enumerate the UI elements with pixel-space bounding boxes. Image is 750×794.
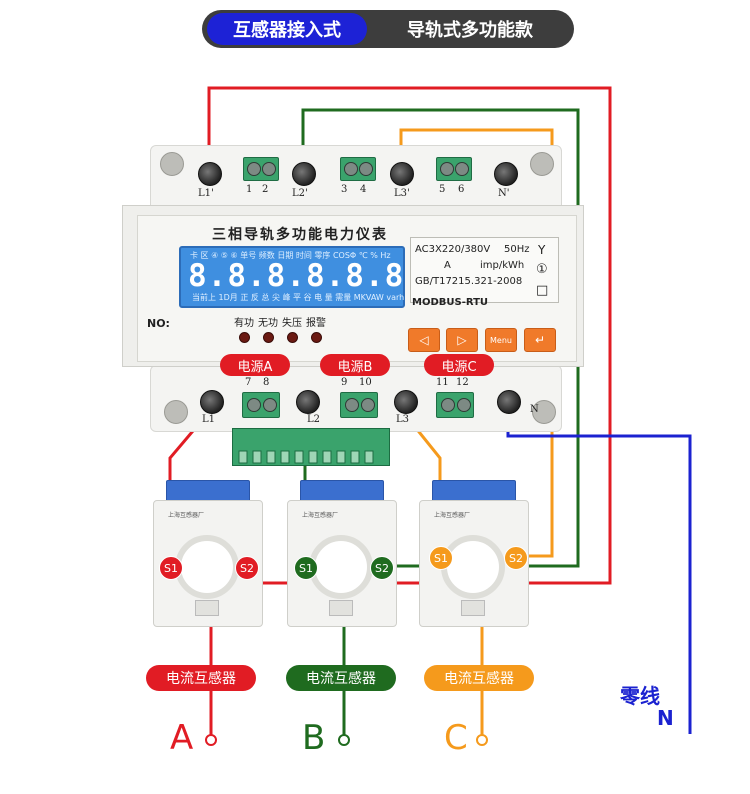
terminal-label: 3 <box>341 184 348 195</box>
phase-b-terminal-icon <box>338 734 350 746</box>
spec-protocol: MODBUS-RTU <box>412 297 489 308</box>
tab-din-rail-multifunction[interactable]: 导轨式多功能款 <box>407 20 533 41</box>
tab-transformer-access[interactable]: 互感器接入式 <box>207 13 367 45</box>
right-button[interactable]: ▷ <box>446 328 478 352</box>
spec-standard: GB/T17215.321-2008 <box>415 276 523 287</box>
mount-screw-icon <box>530 152 554 176</box>
phase-c-terminal-icon <box>476 734 488 746</box>
ct-b-s1: S1 <box>294 556 318 580</box>
led-reactive-icon <box>263 332 274 343</box>
terminal-n-top-screw-icon[interactable] <box>494 162 518 186</box>
phase-b-letter: B <box>302 718 326 758</box>
ct-c-nameplate: 上海互感器厂 <box>434 512 471 519</box>
neutral-letter: N <box>657 706 674 730</box>
source-a-label: 电源A <box>220 354 290 376</box>
terminal-l2-bottom-screw-icon[interactable] <box>296 390 320 414</box>
terminal-l1-top-screw-icon[interactable] <box>198 162 222 186</box>
ct-b-terminal <box>329 600 353 616</box>
neutral-label: 零线 <box>620 684 660 708</box>
ct-b-s2: S2 <box>370 556 394 580</box>
led-label-undervoltage: 失压 <box>282 318 302 329</box>
connector-pins-icon <box>238 450 374 464</box>
led-label-reactive: 无功 <box>258 318 278 329</box>
terminal-label: N' <box>498 188 510 199</box>
meter-title: 三相导轨多功能电力仪表 <box>212 227 388 243</box>
terminal-label: 7 <box>245 377 252 388</box>
ct-a-nameplate: 上海互感器厂 <box>168 512 205 519</box>
mount-screw-icon <box>160 152 184 176</box>
phase-a-letter: A <box>170 718 194 758</box>
terminal-block-5-6 <box>436 157 472 181</box>
phase-a-terminal-icon <box>205 734 217 746</box>
terminal-n-bottom-screw-icon[interactable] <box>497 390 521 414</box>
ct-b-label: 电流互感器 <box>286 665 396 691</box>
led-alarm-icon <box>311 332 322 343</box>
ct-c-label: 电流互感器 <box>424 665 534 691</box>
terminal-label: N <box>530 404 539 415</box>
terminal-label: L2' <box>292 188 308 199</box>
led-label-alarm: 报警 <box>306 318 326 329</box>
terminal-block-9-10 <box>340 392 378 418</box>
ct-c-terminal <box>461 600 485 616</box>
terminal-l3-bottom-screw-icon[interactable] <box>394 390 418 414</box>
spec-constant: imp/kWh <box>480 260 525 271</box>
ct-a-terminal <box>195 600 219 616</box>
menu-button[interactable]: Menu <box>485 328 517 352</box>
class-symbol-icon: ① <box>536 262 548 277</box>
terminal-label: L3 <box>396 414 410 425</box>
terminal-label: 5 <box>439 184 446 195</box>
terminal-label: 6 <box>458 184 465 195</box>
source-b-label: 电源B <box>320 354 390 376</box>
mount-screw-icon <box>532 400 556 424</box>
spec-voltage: AC3X220/380V <box>415 244 491 255</box>
enter-button[interactable]: ↵ <box>524 328 556 352</box>
terminal-label: 10 <box>359 377 372 388</box>
led-active-icon <box>239 332 250 343</box>
spec-current: A <box>444 260 451 271</box>
ct-c-s2: S2 <box>504 546 528 570</box>
terminal-label: L1 <box>202 414 216 425</box>
terminal-l2-top-screw-icon[interactable] <box>292 162 316 186</box>
mount-screw-icon <box>164 400 188 424</box>
serial-number-label: NO: <box>147 317 170 330</box>
spec-frequency: 50Hz <box>504 244 530 255</box>
source-c-label: 电源C <box>424 354 494 376</box>
wire-orange-l3-top <box>399 128 554 558</box>
terminal-label: 4 <box>360 184 367 195</box>
terminal-block-7-8 <box>242 392 280 418</box>
terminal-label: L2 <box>307 414 321 425</box>
left-button[interactable]: ◁ <box>408 328 440 352</box>
terminal-label: L3' <box>394 188 410 199</box>
lcd-unit-row: 当前上 1D月 正 反 总 尖 峰 平 谷 电 量 需量 MKVAW varh <box>192 293 405 302</box>
terminal-label: 8 <box>263 377 270 388</box>
double-insulation-icon: □ <box>536 283 549 298</box>
terminal-block-11-12 <box>436 392 474 418</box>
terminal-label: L1' <box>198 188 214 199</box>
terminal-label: 1 <box>246 184 253 195</box>
communication-connector <box>232 428 390 466</box>
phase-c-letter: C <box>444 718 468 758</box>
ct-c-s1: S1 <box>429 546 453 570</box>
led-label-active: 有功 <box>234 318 254 329</box>
terminal-l3-top-screw-icon[interactable] <box>390 162 414 186</box>
ct-a-s2: S2 <box>235 556 259 580</box>
terminal-block-1-2 <box>243 157 279 181</box>
terminal-l1-bottom-screw-icon[interactable] <box>200 390 224 414</box>
terminal-label: 2 <box>262 184 269 195</box>
ct-b-nameplate: 上海互感器厂 <box>302 512 339 519</box>
spec-panel <box>410 237 559 303</box>
terminal-label: 12 <box>456 377 469 388</box>
ct-a-s1: S1 <box>159 556 183 580</box>
terminal-block-3-4 <box>340 157 376 181</box>
terminal-label: 11 <box>436 377 449 388</box>
led-undervoltage-icon <box>287 332 298 343</box>
ct-a-label: 电流互感器 <box>146 665 256 691</box>
terminal-label: 9 <box>341 377 348 388</box>
wye-symbol-icon: Y <box>538 243 546 257</box>
lcd-display <box>179 246 405 308</box>
lcd-indicator-row: 卡 区 ④ ⑤ ⑥ 单号 频数 日期 时间 零序 COSΦ ℃ % Hz <box>190 251 391 260</box>
